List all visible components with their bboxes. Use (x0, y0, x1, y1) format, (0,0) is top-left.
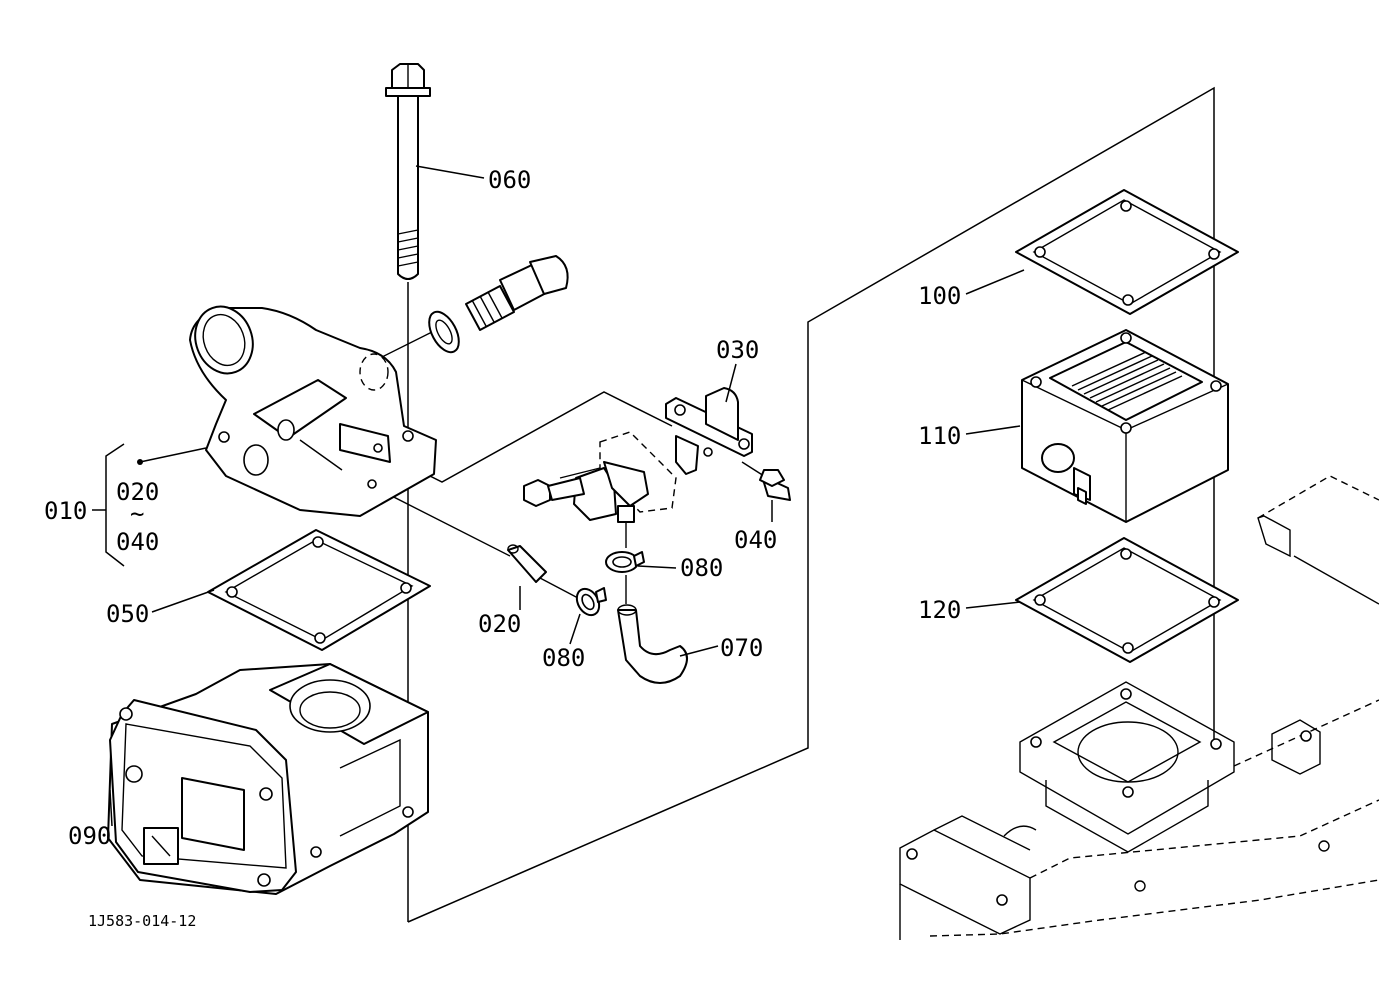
part-050-gasket[interactable] (207, 529, 431, 651)
part-030-bracket[interactable] (665, 387, 753, 475)
label-030[interactable]: 030 (716, 336, 759, 364)
label-080-a[interactable]: 080 (680, 554, 723, 582)
diagram-code: 1J583-014-12 (88, 912, 196, 930)
label-110[interactable]: 110 (918, 422, 961, 450)
label-120[interactable]: 120 (918, 596, 961, 624)
part-100-gasket[interactable] (1015, 189, 1239, 315)
part-080-clip-b[interactable] (572, 585, 607, 619)
part-010-housing[interactable] (186, 298, 437, 517)
part-040-bolt[interactable] (759, 469, 791, 501)
label-090[interactable]: 090 (68, 822, 111, 850)
label-080-b[interactable]: 080 (542, 644, 585, 672)
part-070-hose[interactable] (617, 604, 688, 684)
temperature-sensor[interactable] (423, 255, 569, 357)
leader-lines (109, 165, 1025, 827)
intake-manifold-reference (899, 475, 1379, 940)
label-040-range-end: 040 (116, 528, 159, 556)
label-040[interactable]: 040 (734, 526, 777, 554)
range-separator: ~ (130, 500, 144, 528)
part-080-clip-a[interactable] (605, 551, 645, 573)
part-110-heater[interactable] (1021, 329, 1229, 523)
label-010[interactable]: 010 (44, 497, 87, 525)
label-060[interactable]: 060 (488, 166, 531, 194)
part-060-bolt[interactable] (385, 63, 431, 280)
group-bracket-010 (92, 443, 125, 567)
pressure-sensor[interactable] (523, 431, 677, 523)
part-090-throttle[interactable] (107, 663, 429, 895)
label-070[interactable]: 070 (720, 634, 763, 662)
label-050[interactable]: 050 (106, 600, 149, 628)
part-120-gasket[interactable] (1015, 537, 1239, 663)
label-020-range-start: 020 (116, 478, 159, 506)
label-100[interactable]: 100 (918, 282, 961, 310)
label-020[interactable]: 020 (478, 610, 521, 638)
part-020-pin[interactable] (507, 544, 547, 583)
